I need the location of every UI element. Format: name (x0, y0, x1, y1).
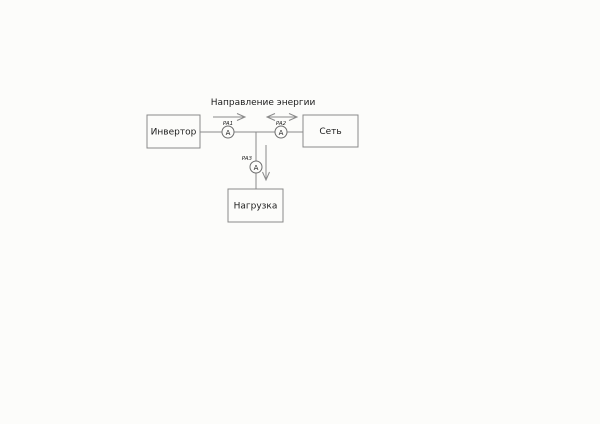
forward-arrow (213, 113, 247, 121)
ammeter-pa3-symbol: A (254, 164, 259, 172)
ammeter-pa2: PA2 A (274, 121, 288, 139)
ammeter-pa3-circle-icon (249, 160, 263, 174)
energy-direction-title: Направление энергии (211, 98, 316, 108)
ammeter-pa1-label: PA1 (223, 121, 233, 127)
ammeter-pa3: PA3 A (242, 156, 263, 174)
ammeter-pa1: PA1 A (221, 121, 235, 139)
inverter-box (146, 114, 201, 149)
grid-block: Сеть (302, 114, 359, 148)
ammeter-pa1-symbol: A (226, 129, 231, 137)
load-direction-arrow (262, 145, 270, 182)
ammeter-pa2-circle-icon (274, 125, 288, 139)
ammeter-pa2-label: PA2 (276, 121, 287, 127)
ammeter-pa2-symbol: A (279, 129, 284, 137)
inverter-block: Инвертор (146, 114, 201, 149)
grid-box (302, 114, 359, 148)
ammeter-pa3-label: PA3 (242, 156, 253, 162)
load-box (227, 188, 284, 223)
grid-label: Сеть (319, 127, 341, 137)
inverter-label: Инвертор (151, 128, 197, 138)
load-label: Нагрузка (234, 202, 278, 212)
load-block: Нагрузка (227, 188, 284, 223)
bidirectional-arrow (265, 113, 299, 121)
ammeter-pa1-circle-icon (221, 125, 235, 139)
